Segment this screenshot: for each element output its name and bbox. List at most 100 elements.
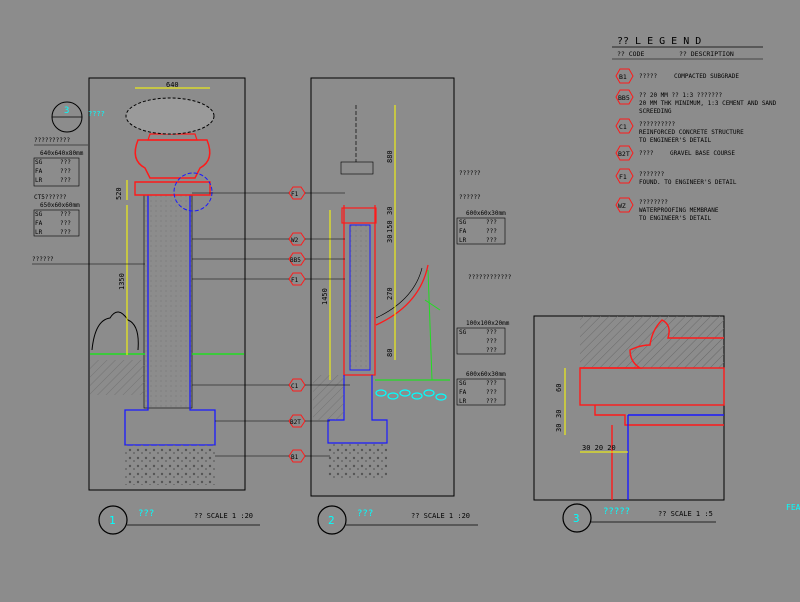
legend-wz-l2: WATERPROOFING MEMBRANE <box>639 207 719 214</box>
view-3-title-num: 3 <box>573 512 580 525</box>
finish-a-val-2: ??? <box>60 168 71 175</box>
note-b-code: CT5?????? <box>34 194 67 201</box>
view-1-frame <box>88 77 246 491</box>
dim-60: 60 <box>555 384 563 392</box>
legend-col-code: ?? CODE <box>617 50 644 58</box>
legend-item-b2t: B2T ???? GRAVEL BASE COURSE <box>615 145 735 161</box>
legend-title: ?? L E G E N D <box>617 36 701 47</box>
finish-table-b: SG FA LR ??? ??? ??? <box>33 209 80 237</box>
legend-item-wz: WZ ???????? WATERPROOFING MEMBRANE TO EN… <box>615 197 719 222</box>
tag-f1-a-text: F1 <box>291 191 299 198</box>
legend-c1-l1: ?????????? <box>639 121 676 128</box>
legend-wz-l3: TO ENGINEER'S DETAIL <box>639 215 712 222</box>
dim-80: 80 <box>386 349 394 357</box>
legend-item-f1: F1 ??????? FOUND. TO ENGINEER'S DETAIL <box>615 168 737 186</box>
f2c-val-1: ??? <box>486 380 497 387</box>
legend-b2t-l1: ???? <box>639 150 654 157</box>
soil-hatch-2 <box>313 375 344 420</box>
note-2-1: ?????? <box>459 170 481 177</box>
soil-hatch <box>90 360 145 395</box>
view-3-hatch-top <box>580 316 724 368</box>
view-3-title-label: ????? <box>603 507 630 517</box>
view-2-title-label: ??? <box>357 509 373 519</box>
legend-code-bb5: BB5 <box>618 94 630 102</box>
legend-b1-l2: COMPACTED SUBGRADE <box>674 73 739 80</box>
gravel-base-2 <box>328 443 387 479</box>
dim-1450: 1450 <box>321 288 329 305</box>
finish-a-val-1: ??? <box>60 159 71 166</box>
tag-w2: W2 <box>288 232 345 246</box>
finish-a-row-3: LR <box>35 177 43 184</box>
legend: ?? L E G E N D ?? CODE ?? DESCRIPTION B1… <box>612 36 777 222</box>
legend-wz-l1: ???????? <box>639 199 668 206</box>
f2a-val-1: ??? <box>486 219 497 226</box>
finish-b-row-1: SG <box>35 211 43 218</box>
tag-f1-b-text: F1 <box>291 277 299 284</box>
f2b-val-2: ??? <box>486 338 497 345</box>
curved-wall-inner <box>375 267 423 319</box>
finish-b-row-3: LR <box>35 229 43 236</box>
cap-outline <box>134 181 211 196</box>
tag-c1: C1 <box>288 378 350 392</box>
view-3-scale: ?? SCALE 1 :5 <box>658 510 713 518</box>
bamboo <box>424 269 441 381</box>
view-1-title-num: 1 <box>109 514 116 527</box>
finish-a-row-1: SG <box>35 159 43 166</box>
pebbles <box>375 389 447 401</box>
f2b-row-1: SG <box>459 329 467 336</box>
dim-30b: 30 <box>555 424 563 432</box>
tag-bb5-text: BB5 <box>290 257 301 264</box>
edge-text: FEA <box>786 503 800 512</box>
shrub-left <box>91 311 139 351</box>
finish-b-val-3: ??? <box>60 229 71 236</box>
dim-top-text: 640 <box>166 81 179 89</box>
finish-table-2c: SG FA LR ??? ??? ??? <box>456 378 506 406</box>
legend-item-c1: C1 ?????????? REINFORCED CONCRETE STRUCT… <box>615 118 744 144</box>
legend-c1-l2: REINFORCED CONCRETE STRUCTURE <box>639 129 744 136</box>
finish-table-a: SG FA LR ??? ??? ??? <box>33 157 80 187</box>
view-1-scale: ?? SCALE 1 :20 <box>194 512 253 520</box>
legend-item-bb5: BB5 ?? 20 MM ?? 1:3 ??????? 20 MM THK MI… <box>615 89 777 115</box>
f2c-row-2: FA <box>459 389 467 396</box>
view-2-frame <box>310 77 455 497</box>
legend-b2t-l2: GRAVEL BASE COURSE <box>670 150 735 157</box>
tag-c1-text: C1 <box>291 383 299 390</box>
f2c-row-1: SG <box>459 380 467 387</box>
detail-callout-ring <box>173 172 213 212</box>
coping-block <box>579 367 725 406</box>
view-2-title-badge <box>317 505 347 535</box>
finish-a-row-2: FA <box>35 168 43 175</box>
legend-bb5-l2: 20 MM THK MINIMUM, 1:3 CEMENT AND SAND <box>639 100 777 107</box>
note-2-2: ?????? <box>459 194 481 201</box>
tag-b1: B1 <box>288 449 330 463</box>
callout-label: ???? <box>88 110 105 118</box>
finish-a-val-3: ??? <box>60 177 71 184</box>
legend-c1-l3: TO ENGINEER'S DETAIL <box>639 137 712 144</box>
column-body <box>143 194 193 409</box>
finish-b-val-1: ??? <box>60 211 71 218</box>
view-2-section: 880 30 150 30 270 80 1450 F1 W2 BB5 F1 <box>192 77 512 535</box>
view-1-title-badge <box>98 505 128 535</box>
dim-30b: 30 <box>386 235 394 243</box>
note-a: ?????????? <box>34 137 71 144</box>
legend-col-desc: ?? DESCRIPTION <box>679 50 734 58</box>
note-curve: ???????????? <box>468 274 512 281</box>
size-2-2: 100x100x20mm <box>466 320 510 327</box>
f2b-val-3: ??? <box>486 347 497 354</box>
view-1-elevation: 640 520 1350 3 ???? ?????????? 640x640x8… <box>32 77 260 535</box>
legend-item-b1: B1 ????? COMPACTED SUBGRADE <box>615 68 739 84</box>
f2c-val-2: ??? <box>486 389 497 396</box>
dim-30a: 30 <box>555 410 563 418</box>
tag-b2t-text: B2T <box>290 419 301 426</box>
dim-30a: 30 <box>386 207 394 215</box>
dim-270: 270 <box>386 287 394 300</box>
finish-table-2a: SG FA LR ??? ??? ??? <box>456 217 506 245</box>
dim-880: 880 <box>386 150 394 163</box>
legend-code-c1: C1 <box>619 123 627 131</box>
tag-w2-text: W2 <box>291 237 299 244</box>
legend-code-wz: WZ <box>618 202 626 210</box>
f2a-row-3: LR <box>459 237 467 244</box>
note-c: ?????? <box>32 256 54 263</box>
column-section <box>343 205 376 376</box>
